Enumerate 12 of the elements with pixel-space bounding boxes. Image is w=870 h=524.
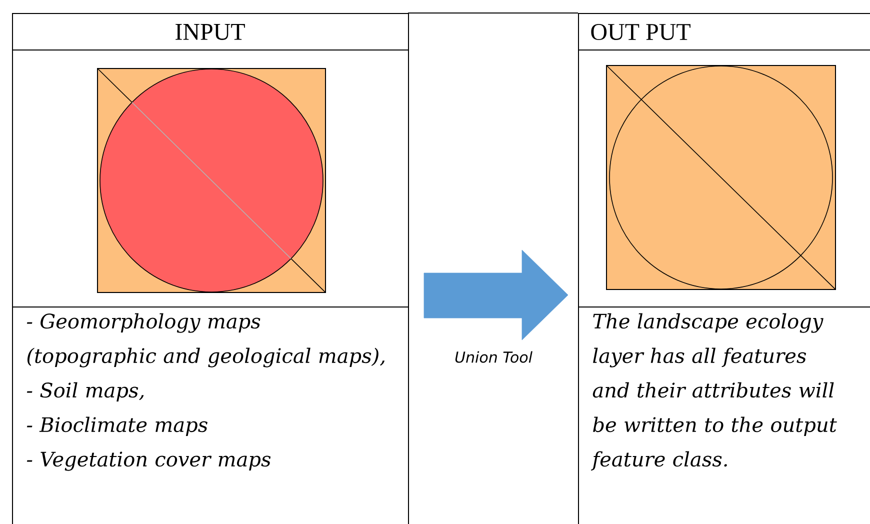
node-label: - Geomorphology maps (topographic and geological maps), xyxy=(26,313,385,368)
map-drawing xyxy=(606,65,836,290)
header-text: OUT PUT xyxy=(591,24,690,40)
header-text: INPUT xyxy=(176,24,245,40)
map-drawing xyxy=(97,68,326,293)
node-label: - Bioclimate maps xyxy=(26,416,208,436)
block-arrow xyxy=(424,250,568,340)
body-text: - Geomorphology maps (topographic and geological maps), - Soil maps, - Bioclimate maps - Vegetation cover maps xyxy=(26,313,385,471)
node-label: - Vegetation cover maps xyxy=(26,452,271,471)
node-label: - Soil maps, xyxy=(26,382,144,402)
edge-label: Union Tool xyxy=(455,351,532,363)
body-text: The landscape ecology layer has all features and their attributes will be written to the output feature class. xyxy=(590,313,837,471)
